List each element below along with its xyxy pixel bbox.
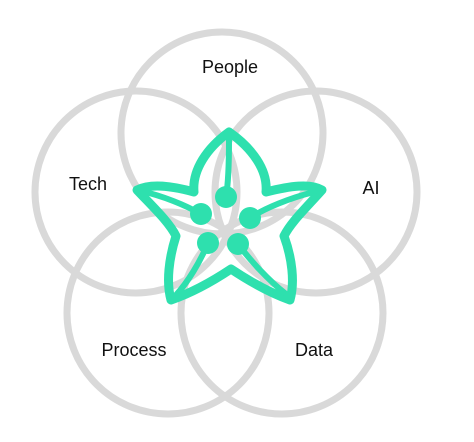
- ring-process: [63, 208, 273, 418]
- label-people: People: [202, 57, 258, 77]
- label-process: Process: [101, 340, 166, 360]
- network-node: [190, 203, 212, 225]
- rings: [31, 28, 421, 418]
- label-ai: AI: [362, 178, 379, 198]
- network-node: [197, 232, 219, 254]
- flower-network-icon: [132, 127, 327, 305]
- ring-data: [177, 208, 387, 418]
- network-node: [227, 233, 249, 255]
- label-tech: Tech: [69, 174, 107, 194]
- network-node: [239, 207, 261, 229]
- flower-outline: [132, 127, 327, 305]
- network-node: [215, 186, 237, 208]
- ring-tech: [31, 87, 241, 297]
- label-data: Data: [295, 340, 334, 360]
- ring-ai: [211, 87, 421, 297]
- set-labels: People AI Data Process Tech: [69, 57, 380, 360]
